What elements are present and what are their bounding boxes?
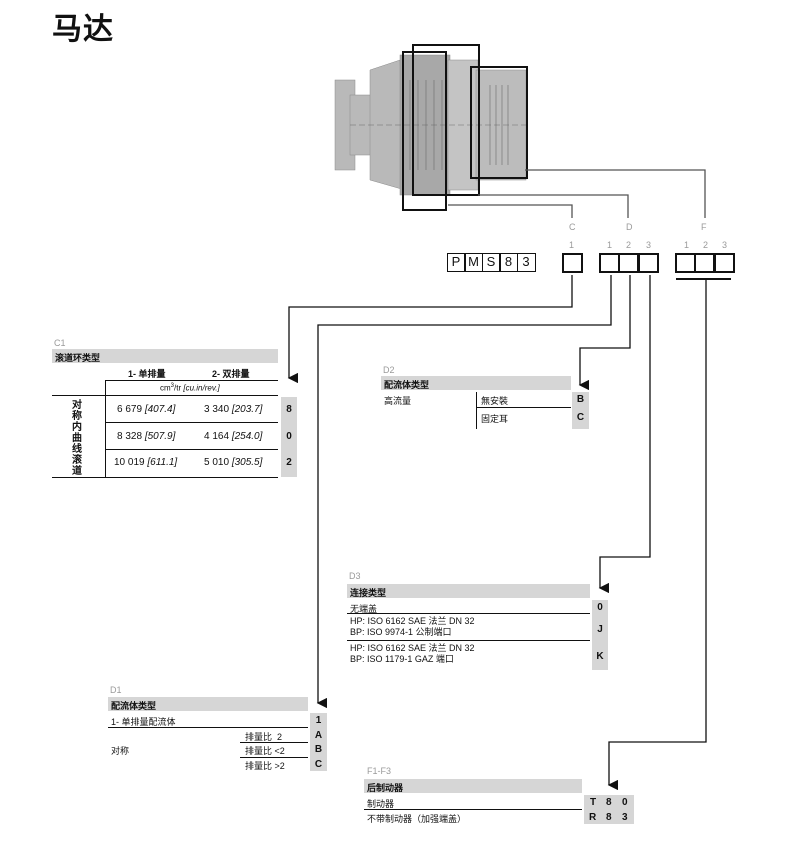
d1-tag: D1 [110, 685, 122, 695]
c1-side-label: 对称内曲线滚道 [72, 400, 82, 477]
c1-row-v1: 8 328 [507.9] [117, 431, 176, 442]
c1-code-2: 2 [286, 457, 292, 468]
c1-line [105, 449, 278, 450]
f-row: 不带制动器（加强端盖） [367, 814, 467, 824]
c1-row-v2: 4 164 [254.0] [204, 431, 263, 442]
f-underline [676, 278, 731, 280]
f-tag: F1-F3 [367, 766, 392, 776]
f-line [364, 809, 582, 810]
f-row: 制动器 [367, 799, 395, 809]
code-slots-f [674, 253, 735, 273]
d1-line [240, 742, 308, 743]
d2-row-text: 無安裝 [481, 396, 509, 406]
d3-tag: D3 [349, 571, 361, 581]
pos-d3: 3 [646, 240, 652, 250]
d1-line [240, 757, 308, 758]
f-code: 8 [606, 797, 612, 808]
d2-code: C [576, 412, 585, 423]
code-slots-d [598, 253, 659, 273]
code-slot [713, 253, 735, 273]
d1-row1: 1- 单排量配流体 [111, 717, 176, 727]
c1-row-v1: 6 679 [407.4] [117, 404, 176, 415]
d1-code: 1 [315, 715, 322, 726]
f-code-column [584, 795, 634, 824]
d2-title: 配流体类型 [381, 376, 571, 390]
d2-code: B [576, 394, 585, 405]
d1-code: B [314, 744, 323, 755]
d1-line [108, 727, 308, 728]
c1-line [52, 395, 278, 396]
d3-row: 无端盖 [350, 604, 378, 614]
d2-code-column [572, 392, 589, 429]
f-code: 3 [622, 812, 628, 823]
d1-code: A [314, 730, 323, 741]
f-code: T [590, 797, 597, 808]
c1-tag: C1 [54, 338, 66, 348]
c1-row-v1: 10 019 [611.1] [114, 457, 178, 468]
d2-tag: D2 [383, 365, 395, 375]
d3-code-column [592, 600, 608, 670]
code-letter: 8 [499, 253, 518, 272]
c1-line [105, 422, 278, 423]
d3-code: 0 [597, 602, 603, 613]
d1-side: 对称 [111, 746, 130, 756]
motor-illustration [334, 44, 530, 211]
c1-line [105, 380, 278, 381]
c1-line [52, 477, 278, 478]
group-label-f: F [701, 222, 707, 232]
c1-col2: 2- 双排量 [212, 369, 250, 379]
c1-code-0: 0 [286, 431, 292, 442]
d3-line [347, 613, 590, 614]
d3-code: K [596, 651, 604, 662]
c1-row-v2: 5 010 [305.5] [204, 457, 263, 468]
c1-code-8: 8 [286, 404, 292, 415]
f-code: 0 [622, 797, 628, 808]
code-slot-c [562, 253, 583, 273]
c1-code-column [281, 397, 297, 477]
d1-ratio: 排量比 2 [245, 732, 283, 742]
d2-vline [476, 392, 477, 429]
c1-title: 滚道环类型 [52, 349, 278, 363]
f-title: 后制动器 [364, 779, 582, 793]
c1-unit: cm3/tr [cu.in/rev.] [160, 383, 220, 393]
order-code-prefix: P M S 8 3 [446, 253, 536, 272]
pos-d1: 1 [607, 240, 613, 250]
d1-code-column [310, 713, 327, 771]
d1-title: 配流体类型 [108, 697, 308, 711]
code-slot [637, 253, 659, 273]
c1-col1: 1- 单排量 [128, 369, 166, 379]
d3-code: J [597, 624, 603, 635]
group-label-d: D [626, 222, 633, 232]
pos-f3: 3 [722, 240, 728, 250]
pos-d2: 2 [626, 240, 632, 250]
d3-line [347, 640, 590, 641]
d1-code: C [314, 759, 323, 770]
f-code: R [589, 812, 597, 823]
d2-row-text: 固定耳 [481, 414, 509, 424]
d1-ratio: 排量比 >2 [245, 761, 285, 771]
pos-c1: 1 [569, 240, 575, 250]
code-letter: P [446, 253, 466, 272]
f-code: 8 [606, 812, 612, 823]
d2-line [476, 407, 571, 408]
group-label-c: C [569, 222, 576, 232]
d2-label: 高流量 [384, 396, 412, 406]
code-letter: 3 [516, 253, 536, 272]
page-title: 马达 [52, 13, 114, 46]
d1-ratio: 排量比 <2 [245, 746, 285, 756]
pos-f2: 2 [703, 240, 709, 250]
pos-f1: 1 [684, 240, 690, 250]
code-letter: M [464, 253, 483, 272]
c1-row-v2: 3 340 [203.7] [204, 404, 263, 415]
code-letter: S [481, 253, 501, 272]
d3-title: 连接类型 [347, 584, 590, 598]
c1-vline [105, 380, 106, 477]
